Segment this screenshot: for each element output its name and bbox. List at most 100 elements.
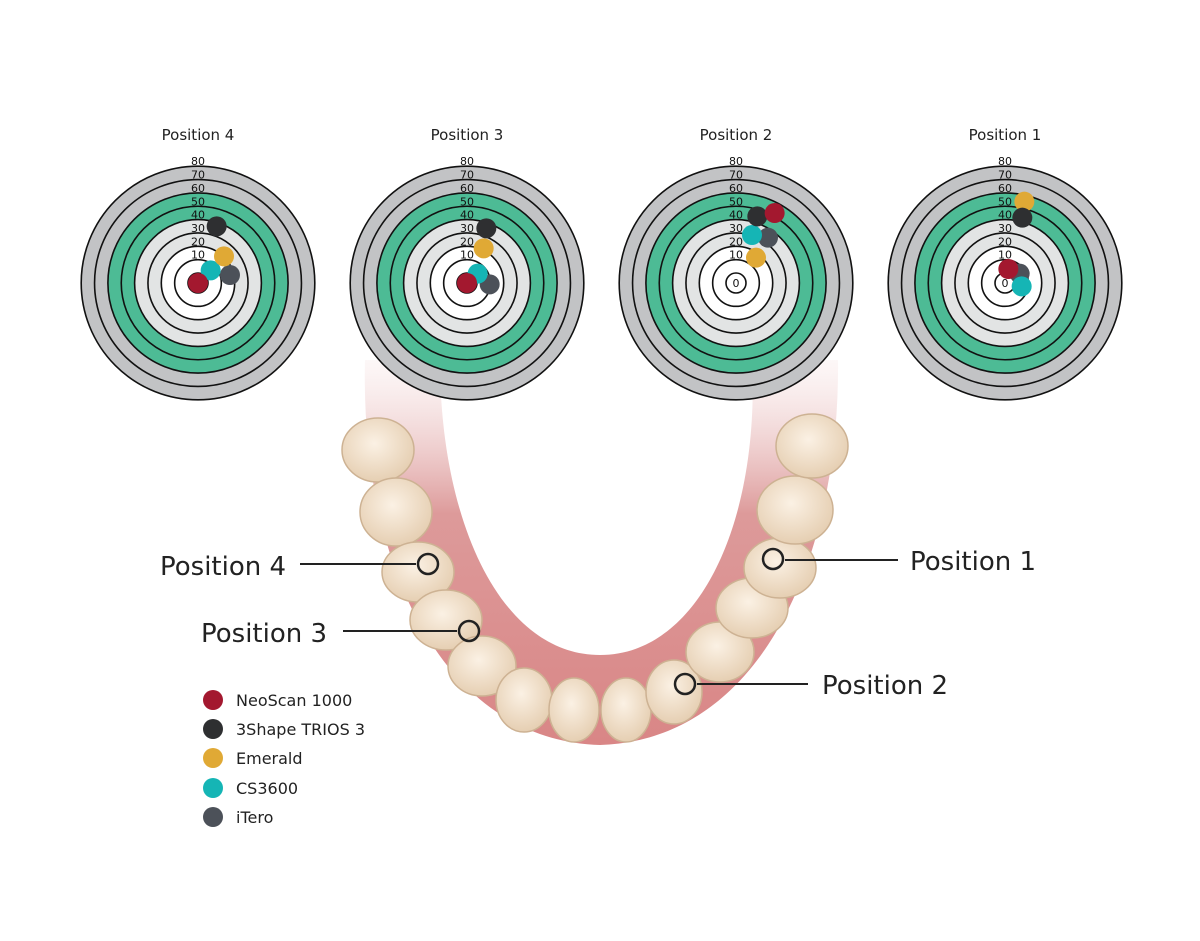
legend-item: CS3600	[203, 778, 298, 798]
callout-label: Position 1	[910, 547, 1036, 577]
ring-label: 10	[998, 249, 1012, 262]
legend-swatch	[203, 778, 223, 798]
ring-label: 60	[998, 182, 1012, 195]
legend-item: NeoScan 1000	[203, 690, 352, 710]
tooth	[341, 417, 415, 483]
jaw-illustration	[341, 360, 849, 745]
legend-label: 3Shape TRIOS 3	[236, 720, 365, 739]
tooth	[359, 477, 433, 547]
marker-circle	[416, 552, 440, 576]
legend-label: iTero	[236, 808, 273, 827]
point-cs3600	[200, 260, 221, 281]
legend-swatch	[203, 719, 223, 739]
point-emerald	[1014, 191, 1035, 212]
target-title: Position 3	[431, 126, 504, 144]
ring-label: 80	[191, 155, 205, 168]
callout-position-2: Position 2	[673, 671, 948, 701]
ring-label: 70	[460, 169, 474, 182]
target-title: Position 1	[969, 126, 1042, 144]
ring-label: 70	[729, 169, 743, 182]
ring-label: 20	[460, 235, 474, 248]
ring-label: 30	[729, 222, 743, 235]
point-emerald	[213, 246, 234, 267]
point-cs3600	[1011, 276, 1032, 297]
ring-label: 80	[998, 155, 1012, 168]
target-title: Position 2	[700, 126, 773, 144]
ring-label: 10	[191, 249, 205, 262]
point-neoscan-1000	[188, 273, 208, 293]
marker-circle	[673, 672, 697, 696]
tooth	[743, 537, 817, 599]
callout-label: Position 2	[822, 671, 948, 701]
ring-label: 30	[460, 222, 474, 235]
point-neoscan-1000	[998, 259, 1019, 280]
legend-label: CS3600	[236, 779, 298, 798]
point-3shape-trios-3	[206, 216, 227, 237]
ring-label: 40	[729, 209, 743, 222]
ring-label: 20	[998, 235, 1012, 248]
point-cs3600	[741, 225, 762, 246]
callout-label: Position 4	[160, 552, 286, 582]
point-neoscan-1000	[764, 203, 785, 224]
ring-label: 20	[729, 235, 743, 248]
ring-label: 50	[191, 195, 205, 208]
legend-item: iTero	[203, 807, 273, 827]
ring-label: 60	[191, 182, 205, 195]
callout-position-3: Position 3	[201, 619, 481, 649]
point-neoscan-1000	[457, 273, 477, 293]
ring-label: 20	[191, 235, 205, 248]
ring-label: 40	[460, 209, 474, 222]
ring-label: 10	[729, 249, 743, 262]
ring-label: 60	[729, 182, 743, 195]
point-emerald	[745, 247, 766, 268]
tooth	[447, 635, 517, 697]
ring-label: 70	[191, 169, 205, 182]
tooth	[548, 677, 600, 743]
callout-position-1: Position 1	[761, 547, 1036, 577]
target-title: Position 4	[162, 126, 235, 144]
point-emerald	[473, 238, 494, 259]
ring-label: 50	[998, 195, 1012, 208]
point-3shape-trios-3	[1012, 207, 1033, 228]
callout-label: Position 3	[201, 619, 327, 649]
ring-label: 40	[191, 209, 205, 222]
tooth	[756, 475, 834, 545]
callout-position-4: Position 4	[160, 552, 440, 582]
legend-label: Emerald	[236, 749, 303, 768]
legend-swatch	[203, 807, 223, 827]
legend-label: NeoScan 1000	[236, 691, 352, 710]
point-itero	[219, 265, 240, 286]
ring-label: 0	[1002, 277, 1009, 290]
ring-label: 40	[998, 209, 1012, 222]
tooth	[645, 659, 703, 725]
point-3shape-trios-3	[747, 206, 768, 227]
tooth	[775, 413, 849, 479]
ring-label: 50	[460, 195, 474, 208]
point-3shape-trios-3	[476, 218, 497, 239]
marker-circle	[457, 619, 481, 643]
ring-label: 30	[191, 222, 205, 235]
teeth	[341, 413, 849, 743]
legend-item: 3Shape TRIOS 3	[203, 719, 365, 739]
legend-swatch	[203, 690, 223, 710]
callouts: Position 1 Position 2 Position 3 Positio…	[160, 547, 1036, 701]
tooth	[495, 667, 553, 733]
tooth	[600, 677, 652, 743]
ring-label: 80	[460, 155, 474, 168]
ring-label: 50	[729, 195, 743, 208]
ring-label: 70	[998, 169, 1012, 182]
legend: NeoScan 1000 3Shape TRIOS 3 Emerald CS36…	[203, 690, 365, 827]
ring-label: 10	[460, 249, 474, 262]
tooth	[409, 589, 483, 651]
marker-circle	[761, 547, 785, 571]
ring-label: 60	[460, 182, 474, 195]
legend-swatch	[203, 748, 223, 768]
ring-label: 80	[729, 155, 743, 168]
ring-label: 30	[998, 222, 1012, 235]
